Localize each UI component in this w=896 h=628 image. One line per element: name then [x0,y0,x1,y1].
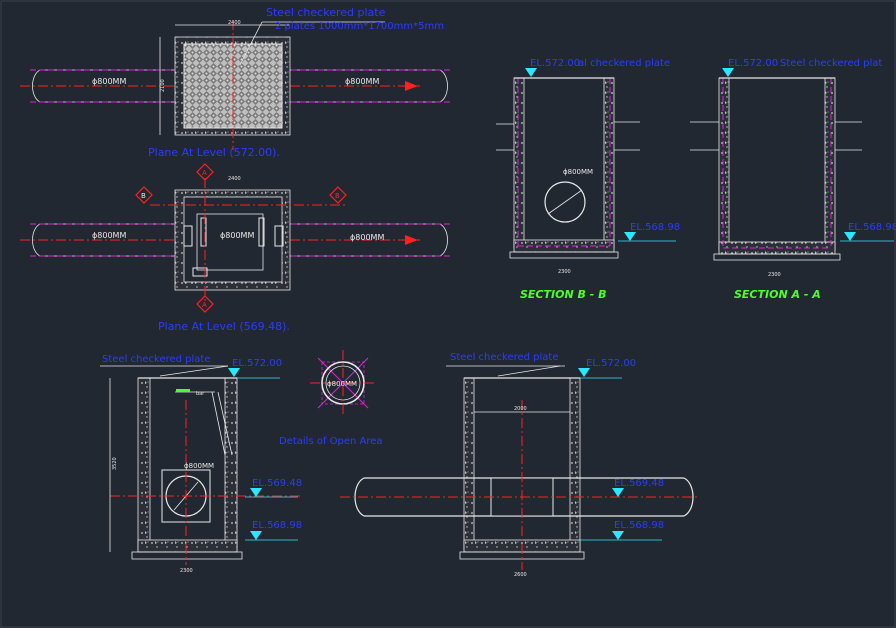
pipe-dia-detail: ϕ800MM [327,380,357,388]
section-marker-a-top: A [196,163,214,181]
el-568-br: EL.568.98 [614,520,664,531]
section-bb-title: SECTION B - B [520,288,607,301]
dim-3520: 3520 [112,457,118,470]
plan-level-569: ϕ800MM ϕ800MM ϕ800MM 2400 B B A A Plane … [20,163,450,333]
section-aa-title: SECTION A - A [734,288,821,301]
svg-text:B: B [141,192,146,200]
pipe-dia-label-572: ϕ800MM [92,77,126,86]
steel-plate-label-top: Steel checkered plate [266,6,386,19]
steel-plate-bl: Steel checkered plate [102,354,211,365]
detail-open-area: ϕ800MM Details of Open Area [279,350,383,447]
pipe-dia-label-569-right: ϕ800MM [350,233,384,242]
el-572-bl: EL.572.00 [232,358,282,369]
level-marker-br-569 [612,488,624,497]
svg-text:A: A [202,301,207,309]
dim-2400-top: 2400 [228,20,241,26]
section-a-a: EL.572.00 Steel checkered plat EL.568.98… [690,58,896,301]
pipe-dia-label-572-right: ϕ800MM [345,77,379,86]
dim-2000-br: 2000 [514,406,527,412]
dim-2600-br: 2600 [514,572,527,578]
pipe-dia-bl: ϕ800MM [184,462,214,470]
steel-plate-bb: al checkered plate [578,58,670,69]
svg-text:A: A [202,169,207,177]
pipe-dia-label-569: ϕ800MM [92,231,126,240]
el-572-aa: EL.572.00 [728,58,778,69]
pipe-dia-label-569-mid: ϕ800MM [220,231,254,240]
section-marker-b-left: B [135,186,153,204]
plates-spec-label: 2 plates 1000mm*1700mm*5mm [275,21,444,32]
section-bottom-right: 2000 2600 Steel checkered plate EL.572.0… [340,352,700,578]
level-marker-aa-568 [844,232,856,241]
steel-plate-aa: Steel checkered plat [780,58,882,69]
svg-text:B: B [335,192,340,200]
level-marker-bb-572 [525,68,537,77]
level-marker-bb-568 [624,232,636,241]
level-marker-bl-568 [250,531,262,540]
el-568-bb: EL.568.98 [630,222,680,233]
el-572-br: EL.572.00 [586,358,636,369]
pipe-dia-bb: ϕ800MM [563,168,593,176]
section-bottom-left: bar ϕ800MM 3520 2300 Steel checkered pla… [100,354,302,574]
level-marker-bl-569 [250,488,262,497]
dim-2300-aa: 2300 [768,272,781,278]
level-marker-br-568 [612,531,624,540]
dim-2400-mid: 2400 [228,176,241,182]
pipe-section-bb [544,181,586,223]
svg-text:bar: bar [196,391,205,397]
el-569-br: EL.569.48 [614,478,664,489]
plan-level-572: 2400 2100 ϕ800MM ϕ800MM Steel checkered … [20,6,450,159]
steel-plate-br: Steel checkered plate [450,352,559,363]
el-568-aa: EL.568.98 [848,222,896,233]
el-569-bl: EL.569.48 [252,478,302,489]
plan-572-title: Plane At Level (572.00). [148,146,280,159]
dim-2300-bb: 2300 [558,269,571,275]
section-marker-b-right: B [329,186,347,204]
section-b-b: ϕ800MM EL.572.00 al checkered plate EL.5… [496,58,680,301]
dim-2300-bl: 2300 [180,568,193,574]
level-marker-br-572 [578,368,590,377]
el-568-bl: EL.568.98 [252,520,302,531]
el-572-bb: EL.572.00 [530,58,580,69]
level-marker-bl-572 [228,368,240,377]
dim-2100-left: 2100 [160,79,166,92]
plan-569-title: Plane At Level (569.48). [158,320,290,333]
detail-open-area-title: Details of Open Area [279,436,383,447]
level-marker-aa-572 [722,68,734,77]
section-marker-a-bottom: A [196,295,214,313]
